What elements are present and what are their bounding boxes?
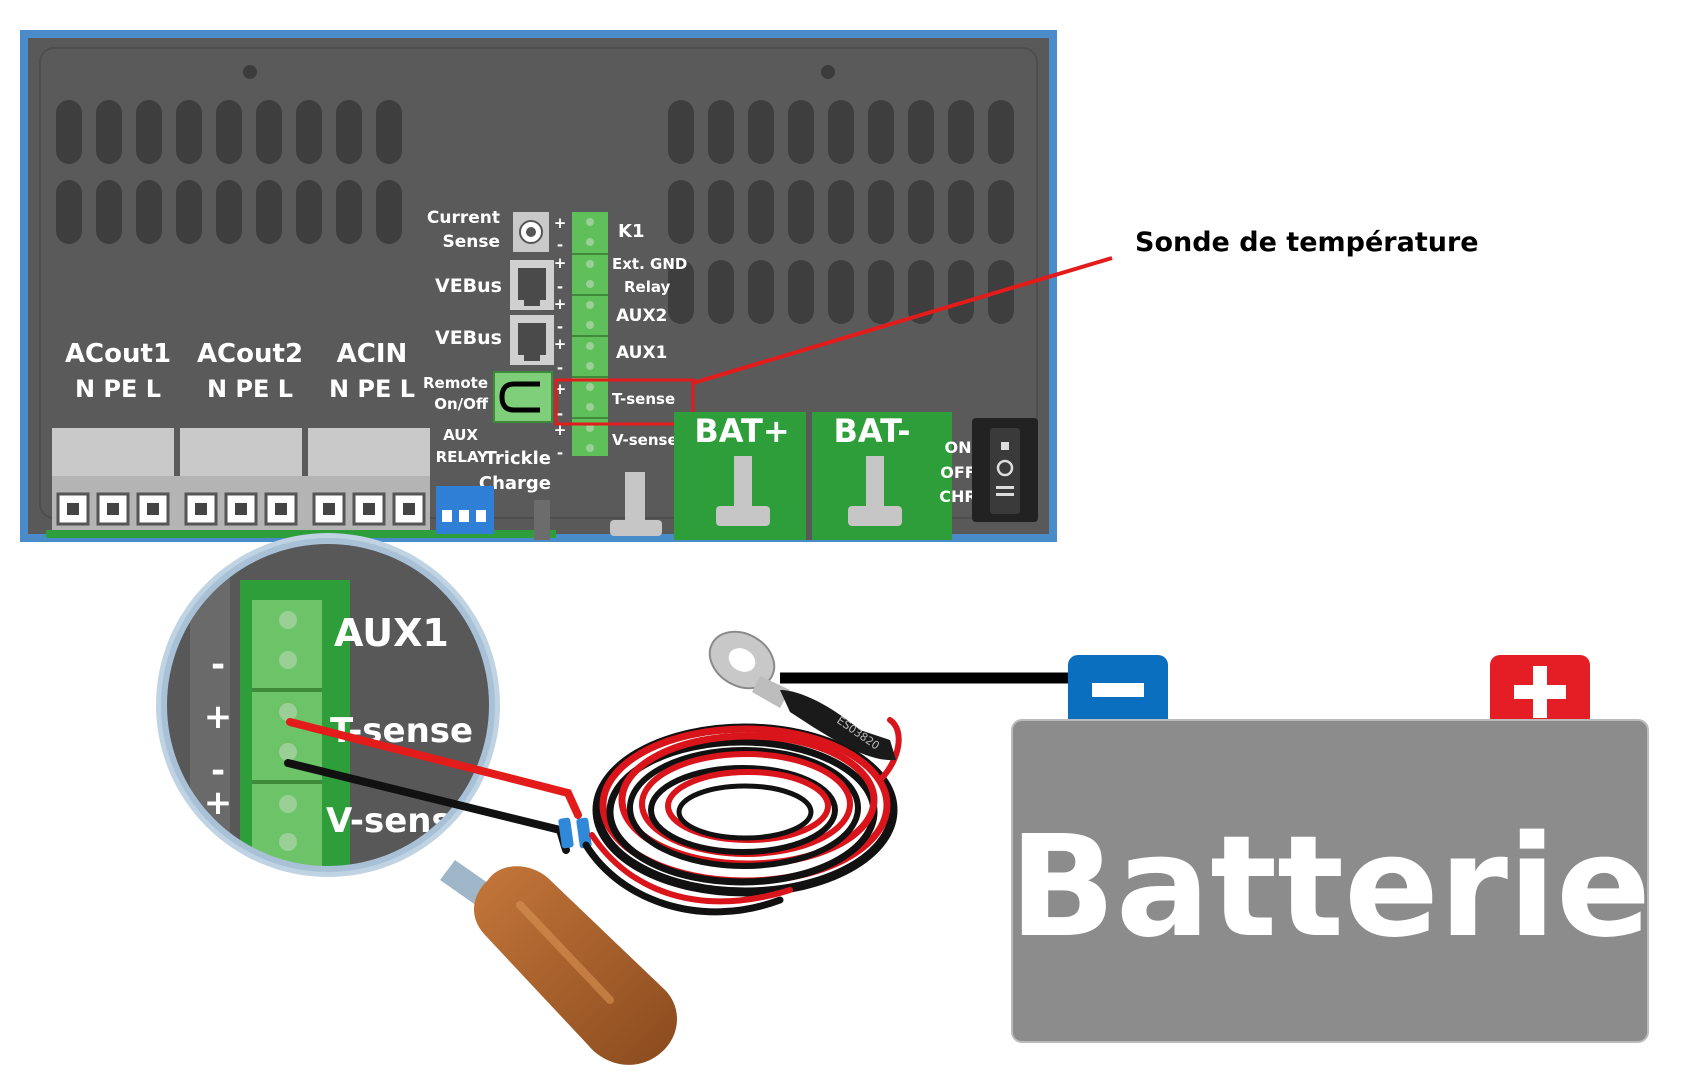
vent-slots-left: [56, 100, 402, 244]
trickle-label-2: Charge: [479, 473, 551, 494]
current-sense-label-2: Sense: [442, 232, 500, 252]
bat-minus-terminal: BAT-: [812, 412, 952, 540]
magnified-minus-sign: -: [211, 751, 225, 791]
battery-body: [1011, 719, 1649, 1043]
vebus-label-1: VEBus: [435, 275, 502, 297]
svg-text:-: -: [557, 278, 563, 296]
svg-text:-: -: [557, 318, 563, 336]
coiled-cable: [582, 717, 902, 916]
switch-chr-label: CHR: [939, 487, 976, 506]
vebus-label-2: VEBus: [435, 327, 502, 349]
bat-plus-label: BAT+: [694, 412, 789, 450]
svg-text:-: -: [557, 359, 563, 377]
acin-label: ACIN: [337, 339, 408, 369]
screw-hole: [821, 65, 835, 79]
k1-label: K1: [618, 221, 644, 242]
vebus-port: [510, 260, 554, 310]
svg-text:+: +: [554, 335, 567, 353]
acout1-label: ACout1: [65, 339, 171, 369]
magnified-minus-sign: -: [211, 645, 225, 685]
tsense-highlight-box: [554, 378, 695, 426]
aux-relay-label-1: AUX: [443, 426, 478, 444]
svg-text:-: -: [557, 236, 563, 254]
vent-slots-right: [668, 100, 1014, 324]
remote-label-2: On/Off: [434, 395, 489, 413]
bat-plus-terminal: BAT+: [674, 412, 806, 540]
vebus-port: [510, 315, 554, 365]
battery-minus-terminal: −: [1068, 655, 1168, 733]
acout2-label: ACout2: [197, 339, 303, 369]
magnifier-lens: AUX1 T-sense V-sense - + - +: [166, 543, 490, 867]
aux1-label: AUX1: [616, 343, 667, 363]
svg-text:+: +: [554, 295, 567, 313]
aux-relay-terminal: [436, 486, 494, 534]
magnified-tsense-label: T-sense: [330, 711, 473, 751]
svg-text:-: -: [557, 405, 563, 423]
svg-text:+: +: [554, 254, 567, 272]
probe-wires: [284, 718, 592, 854]
magnified-plus-sign: +: [204, 697, 233, 737]
connector-strip: [572, 212, 608, 456]
battery: − + Batterie: [1009, 655, 1651, 1043]
acout1-pins-label: N PE L: [75, 375, 161, 403]
tsense-label: T-sense: [612, 390, 675, 408]
magnified-aux1-label: AUX1: [334, 611, 449, 655]
inverter-panel: ACout1 N PE L ACout2 N PE L ACIN N PE L: [20, 30, 1057, 542]
fuse-holder: [610, 472, 662, 536]
acin-pins-label: N PE L: [329, 375, 415, 403]
aux-relay-label-2: RELAY: [436, 448, 490, 466]
bat-minus-label: BAT-: [833, 412, 910, 450]
battery-label: Batterie: [1009, 806, 1651, 969]
wire-ferrule: [576, 817, 592, 849]
svg-text:-: -: [557, 444, 563, 462]
remote-label-1: Remote: [423, 374, 488, 392]
magnifier-handle: [440, 860, 677, 1065]
power-switch: [972, 418, 1038, 522]
vsense-label: V-sense: [612, 431, 678, 449]
minus-icon: [1092, 683, 1144, 697]
battery-plus-terminal: +: [1490, 655, 1590, 733]
acout2-pins-label: N PE L: [207, 375, 293, 403]
current-sense-jack: [513, 212, 549, 252]
ext-gnd-label: Ext. GND: [612, 255, 687, 273]
switch-off-label: OFF: [940, 463, 975, 482]
wire-ferrule: [558, 817, 574, 849]
trickle-label-1: Trickle: [485, 448, 551, 469]
current-sense-label-1: Current: [427, 208, 500, 228]
relay-label: Relay: [624, 278, 671, 296]
temperature-probe-label: Sonde de température: [1135, 227, 1479, 258]
annotation-leader-line: [692, 256, 1113, 385]
remote-onoff-plug: [493, 371, 553, 423]
aux2-label: AUX2: [616, 306, 667, 326]
switch-on-label: ON: [945, 438, 972, 457]
svg-text:+: +: [554, 214, 567, 232]
ac-terminal-blocks: [46, 428, 556, 538]
screw-hole: [243, 65, 257, 79]
